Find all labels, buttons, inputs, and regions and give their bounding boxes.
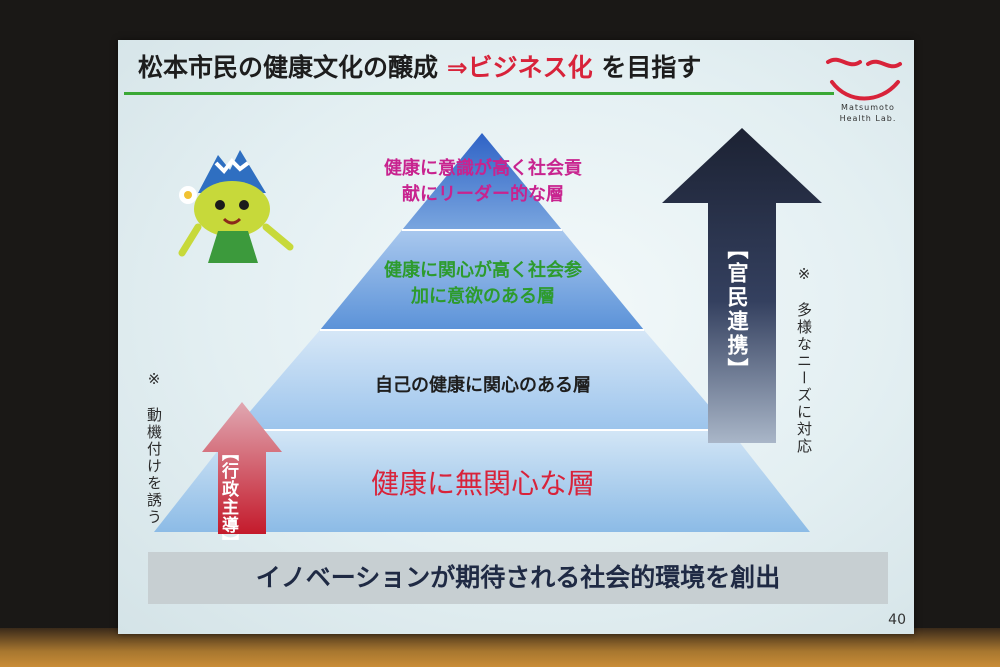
pyramid-third-label: 自己の健康に関心のある層 <box>375 375 591 396</box>
matsumoto-health-lab-logo <box>826 57 902 101</box>
room-floor-background <box>0 628 1000 667</box>
government-led-label: 【行政主導】 <box>218 444 238 552</box>
title-underline <box>124 92 834 95</box>
second-label-line2: 加に意欲のある層 <box>411 286 555 307</box>
pyramid-second-label: 健康に関心が高く社会参 加に意欲のある層 <box>348 258 618 310</box>
top-label-line2: 献にリーダー的な層 <box>402 184 564 205</box>
up-arrow-icon <box>662 128 822 443</box>
up-arrow-red-icon <box>202 402 282 534</box>
logo-text-line1: Matsumoto <box>841 103 895 112</box>
pyramid-top-label: 健康に意識が高く社会貢 献にリーダー的な層 <box>348 156 618 208</box>
pyramid-layer-second <box>320 230 644 330</box>
logo-text: Matsumoto Health Lab. <box>830 102 906 124</box>
note-diverse-needs: ※ 多様なニーズに対応 <box>795 265 813 455</box>
slide-title: 松本市民の健康文化の醸成 ⇒ビジネス化 を目指す <box>138 48 701 88</box>
title-accent: ⇒ビジネス化 <box>446 53 593 82</box>
bottom-banner: イノベーションが期待される社会的環境を創出 <box>148 552 888 604</box>
pyramid-layer-third <box>234 330 730 430</box>
pyramid-base-label: 健康に無関心な層 <box>370 467 595 500</box>
page-number: 40 <box>888 612 906 628</box>
mascot-illustration <box>178 150 294 263</box>
title-text-1: 松本市民の健康文化の醸成 <box>138 53 447 82</box>
arrows-layer <box>202 128 822 534</box>
logo-text-line2: Health Lab. <box>839 114 897 123</box>
public-private-partnership-label: 【官民連携】 <box>725 238 749 382</box>
slide: 松本市民の健康文化の醸成 ⇒ビジネス化 を目指す Matsumoto Healt… <box>118 40 914 634</box>
second-label-line1: 健康に関心が高く社会参 <box>384 260 582 281</box>
pyramid-layer-base <box>154 430 810 532</box>
top-label-line1: 健康に意識が高く社会貢 <box>384 158 582 179</box>
pyramid-diagram <box>154 133 810 532</box>
title-text-2: を目指す <box>592 53 702 82</box>
pyramid-layer-top <box>402 133 562 230</box>
note-motivation: ※ 動機付けを誘う <box>145 370 163 526</box>
